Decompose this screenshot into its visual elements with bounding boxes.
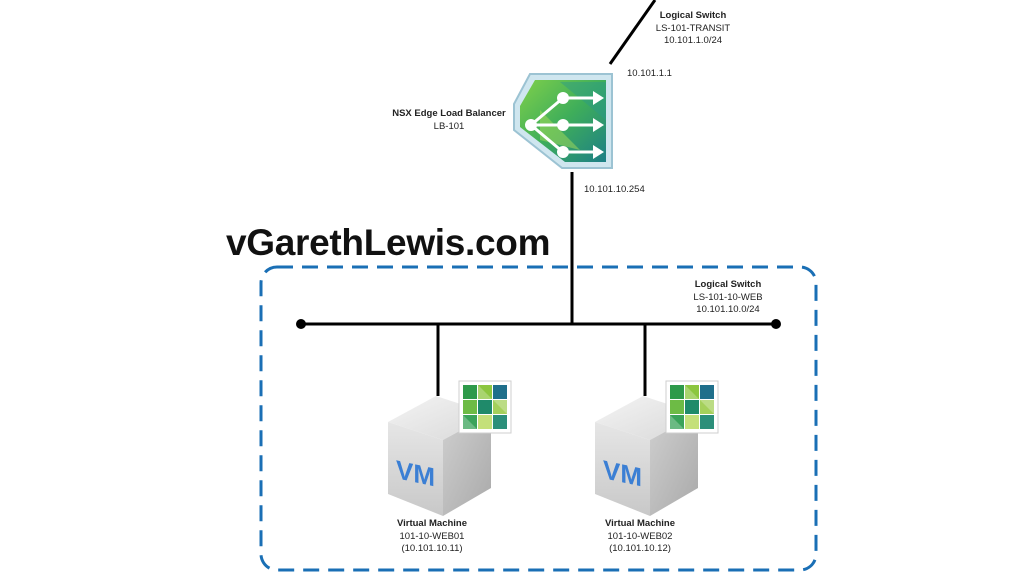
load-balancer-label: NSX Edge Load Balancer LB-101: [388, 108, 510, 133]
bus-endpoint-right: [771, 319, 781, 329]
load-balancer-title: NSX Edge Load Balancer: [392, 108, 506, 119]
web-switch-label: Logical Switch LS-101-10-WEB 10.101.10.0…: [676, 279, 780, 317]
nsx-grid-badge-icon: [665, 380, 719, 434]
transit-switch-label: Logical Switch LS-101-TRANSIT 10.101.1.0…: [643, 10, 743, 48]
bus-endpoint-left: [296, 319, 306, 329]
transit-switch-subnet: 10.101.1.0/24: [663, 35, 723, 46]
vm1-name: 101-10-WEB01: [399, 530, 465, 542]
transit-switch-title: Logical Switch: [659, 10, 727, 21]
web-switch-title: Logical Switch: [694, 279, 762, 290]
watermark: vGarethLewis.com: [226, 222, 551, 263]
nsx-edge-load-balancer-icon: [513, 73, 613, 169]
web-switch-subnet: 10.101.10.0/24: [696, 304, 760, 315]
vm1-label: Virtual Machine 101-10-WEB01 (10.101.10.…: [382, 518, 482, 556]
lb-internal-ip: 10.101.10.254: [584, 184, 645, 195]
vm2-label: Virtual Machine 101-10-WEB02 (10.101.10.…: [590, 518, 690, 556]
vm1-ip: (10.101.10.11): [401, 543, 463, 554]
load-balancer-name: LB-101: [433, 120, 465, 132]
vm2-title: Virtual Machine: [604, 518, 676, 529]
transit-uplink-line: [608, 0, 657, 65]
vm2-ip: (10.101.10.12): [609, 543, 671, 554]
vm1-title: Virtual Machine: [396, 518, 468, 529]
nsx-grid-badge-icon: [458, 380, 512, 434]
web-switch-name: LS-101-10-WEB: [693, 291, 763, 303]
web-segment-boundary: [259, 265, 818, 572]
transit-switch-name: LS-101-TRANSIT: [655, 22, 731, 34]
vm2-name: 101-10-WEB02: [607, 530, 673, 542]
lb-uplink-ip: 10.101.1.1: [627, 68, 672, 79]
